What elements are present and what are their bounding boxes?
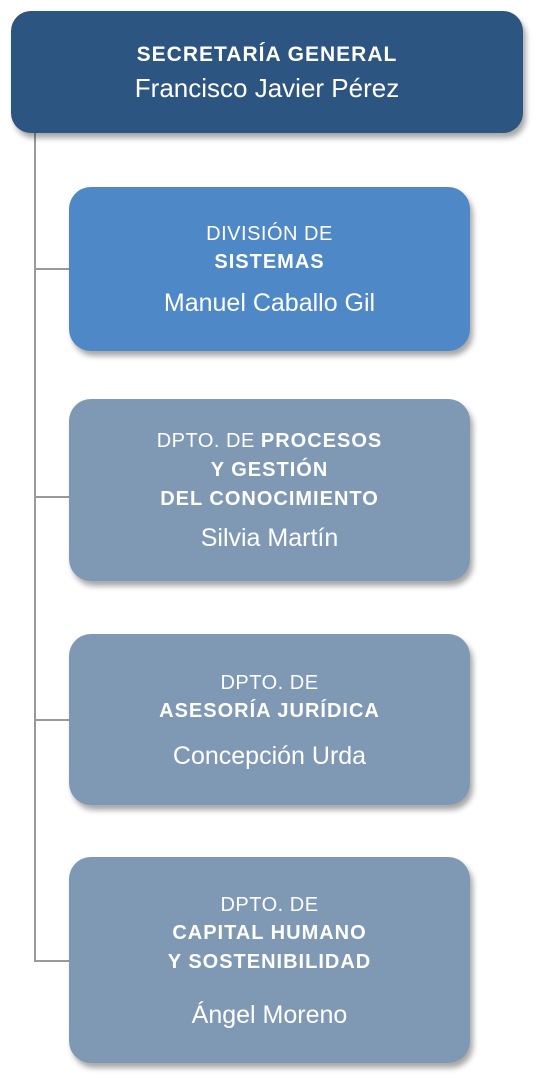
- node-person: Ángel Moreno: [191, 1000, 348, 1029]
- node-heading-line: DPTO. DE PROCESOS: [157, 427, 383, 456]
- node-name-line2: Y SOSTENIBILIDAD: [167, 950, 372, 973]
- node-prefix: DIVISIÓN DE: [206, 223, 333, 245]
- node-name: PROCESOS: [260, 430, 383, 452]
- node-dpto-asesoria-juridica: DPTO. DE ASESORÍA JURÍDICA Concepción Ur…: [69, 634, 470, 805]
- connector-branch-procesos: [34, 496, 70, 498]
- connector-branch-asesoria: [34, 719, 70, 721]
- node-name-line3: DEL CONOCIMIENTO: [160, 488, 379, 510]
- node-prefix: DPTO. DE: [220, 671, 319, 694]
- connector-trunk: [34, 120, 36, 962]
- node-person: Concepción Urda: [172, 741, 367, 770]
- node-dpto-procesos: DPTO. DE PROCESOS Y GESTIÓN DEL CONOCIMI…: [69, 399, 470, 581]
- node-division-sistemas: DIVISIÓN DE SISTEMAS Manuel Caballo Gil: [69, 187, 470, 351]
- node-name: SISTEMAS: [214, 251, 325, 273]
- node-prefix: DPTO. DE: [220, 893, 319, 916]
- connector-branch-capital-humano: [34, 960, 70, 962]
- node-title: SECRETARÍA GENERAL: [136, 42, 398, 66]
- node-person: Francisco Javier Pérez: [134, 72, 400, 103]
- node-dpto-capital-humano: DPTO. DE CAPITAL HUMANO Y SOSTENIBILIDAD…: [69, 857, 470, 1063]
- connector-branch-sistemas: [34, 268, 70, 270]
- node-person: Silvia Martín: [200, 524, 339, 552]
- node-name: ASESORÍA JURÍDICA: [159, 699, 380, 722]
- node-person: Manuel Caballo Gil: [163, 289, 376, 317]
- node-secretaria-general: SECRETARÍA GENERAL Francisco Javier Pére…: [11, 11, 523, 133]
- node-name-line2: Y GESTIÓN: [210, 459, 329, 481]
- node-name: CAPITAL HUMANO: [172, 921, 367, 944]
- node-prefix: DPTO. DE: [156, 430, 261, 452]
